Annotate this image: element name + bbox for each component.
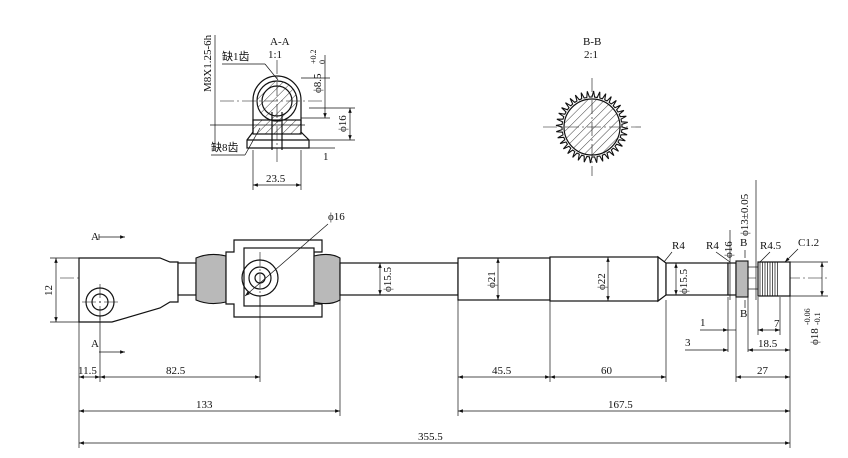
dim-r4-a: R4: [672, 240, 685, 252]
dim-len-167-5: 167.5: [608, 399, 633, 411]
dim-dia-13: ϕ13±0.05: [739, 193, 751, 236]
shaft-segment-1: [339, 262, 459, 296]
section-a-a-view: A-A 1:1 M8X1.25-6h 缺1齿 缺8齿 ϕ8.5 +0.2 0: [202, 34, 355, 190]
tube-segment-2: [549, 256, 659, 302]
dim-tube-2: ϕ22: [596, 273, 608, 290]
spline-end: [757, 261, 791, 297]
dim-end-dia: ϕ18: [809, 328, 821, 345]
section-aa-width: 23.5: [266, 173, 286, 185]
section-bb-scale: 2:1: [584, 49, 598, 61]
spline-knurl: [759, 262, 778, 296]
note-missing-1-tooth: 缺1齿: [222, 49, 250, 63]
dim-r45: R4.5: [760, 240, 782, 252]
section-b-b-view: B-B 2:1: [543, 36, 641, 176]
dim-len-27: 27: [757, 365, 769, 377]
dim-end-tol-lower: -0.1: [813, 312, 822, 325]
section-bb-title: B-B: [583, 36, 601, 48]
spline-collar: [735, 260, 749, 298]
dim-len-355-5: 355.5: [418, 431, 443, 443]
tube-segment-1: [457, 257, 551, 301]
joint-sleeve-right: [313, 253, 341, 305]
section-aa-title: A-A: [270, 36, 290, 48]
dim-shaft-1: ϕ15.5: [382, 266, 394, 292]
section-aa-bore-tol-lower: 0: [318, 60, 327, 64]
dim-r4-b: R4: [706, 240, 719, 252]
dim-len-133: 133: [196, 399, 213, 411]
left-yoke-block: [78, 257, 179, 323]
section-aa-od: ϕ16: [337, 115, 349, 132]
main-shaft-view: A A B B ϕ16 12 ϕ15.5 ϕ21 ϕ22 ϕ15.5 R4 R4…: [43, 180, 830, 448]
marker-b-top: B: [740, 237, 747, 249]
note-missing-8-teeth: 缺8齿: [211, 140, 239, 154]
dim-dia-16: ϕ16: [723, 241, 735, 258]
marker-a-top: A: [91, 231, 99, 243]
dim-chamfer: C1.2: [798, 237, 819, 249]
section-aa-bore-tol-upper: +0.2: [309, 49, 318, 64]
section-aa-scale: 1:1: [268, 49, 282, 61]
joint-sleeve-left: [195, 253, 227, 305]
dim-shaft-2: ϕ15.5: [678, 268, 690, 294]
dim-len-82-5: 82.5: [166, 365, 186, 377]
shaft-segment-2: [665, 262, 729, 296]
dim-pin-dia: ϕ16: [328, 211, 345, 223]
dim-height: 12: [43, 285, 55, 296]
dim-len-7: 7: [774, 318, 780, 330]
section-aa-gap: 1: [323, 151, 329, 163]
dim-len-45-5: 45.5: [492, 365, 512, 377]
dim-end-tol-upper: -0.06: [803, 308, 812, 325]
section-aa-bore: ϕ8.5: [312, 73, 324, 93]
dim-len-1: 1: [700, 317, 706, 329]
dim-len-18-5: 18.5: [758, 338, 778, 350]
marker-b-bottom: B: [740, 308, 747, 320]
dim-len-11-5: 11.5: [78, 365, 97, 377]
dim-len-60: 60: [601, 365, 613, 377]
marker-a-bottom: A: [91, 338, 99, 350]
thread-label: M8X1.25-6h: [202, 34, 214, 92]
dim-len-3: 3: [685, 337, 691, 349]
dim-tube-1: ϕ21: [486, 271, 498, 288]
